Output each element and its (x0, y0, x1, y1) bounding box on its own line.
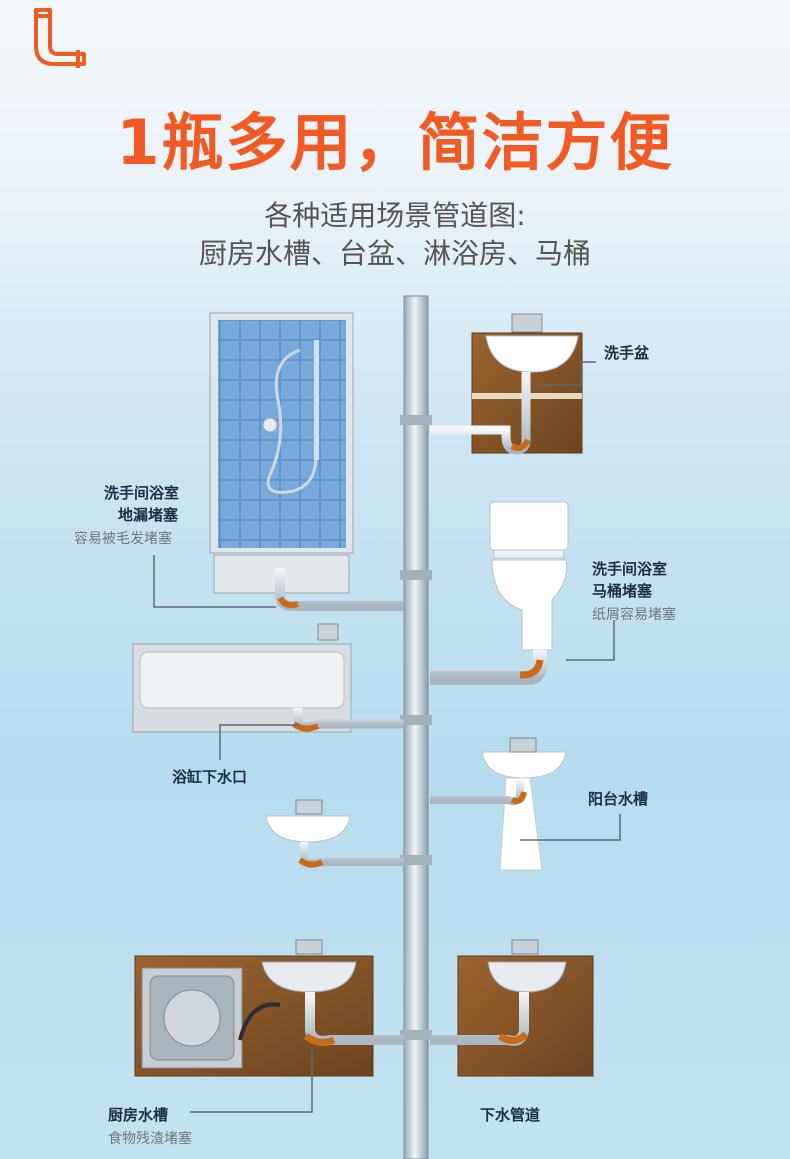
label-kitchen-title: 厨房水槽 (108, 1106, 169, 1124)
toilet-illustration (430, 501, 615, 685)
label-balcony: 阳台水槽 (588, 790, 649, 808)
label-toilet-title-1: 洗手间浴室 (592, 560, 668, 578)
main-drain-pipe (400, 295, 432, 1159)
small-basin-illustration (265, 799, 404, 868)
kitchen-sink-illustration (134, 939, 404, 1113)
shower-leader-line (153, 555, 276, 608)
bathtub-illustration (132, 623, 404, 760)
label-washbasin: 洗手盆 (604, 344, 650, 362)
label-drain-pipe: 下水管道 (480, 1106, 541, 1124)
label-kitchen-note: 食物残渣堵塞 (108, 1131, 192, 1147)
label-toilet-note: 纸屑容易堵塞 (592, 607, 676, 623)
balcony-sink-illustration (430, 737, 621, 871)
lower-sink-illustration (430, 939, 594, 1077)
subtitle-line-2: 厨房水槽、台盆、淋浴房、马桶 (198, 237, 591, 270)
label-shower-title-1: 洗手间浴室 (104, 484, 180, 502)
headline: 1瓶多用，简洁方便 (116, 106, 674, 179)
plumbing-diagram (132, 295, 621, 1159)
label-shower-title-2: 地漏堵塞 (118, 506, 179, 524)
pipe-logo-icon (34, 8, 86, 68)
shower-illustration (209, 312, 404, 611)
subtitle-line-1: 各种适用场景管道图: (264, 199, 526, 232)
washbasin-illustration (430, 313, 596, 455)
label-toilet-title-2: 马桶堵塞 (592, 582, 653, 600)
label-shower-note: 容易被毛发堵塞 (74, 531, 172, 547)
label-bathtub: 浴缸下水口 (172, 768, 248, 786)
